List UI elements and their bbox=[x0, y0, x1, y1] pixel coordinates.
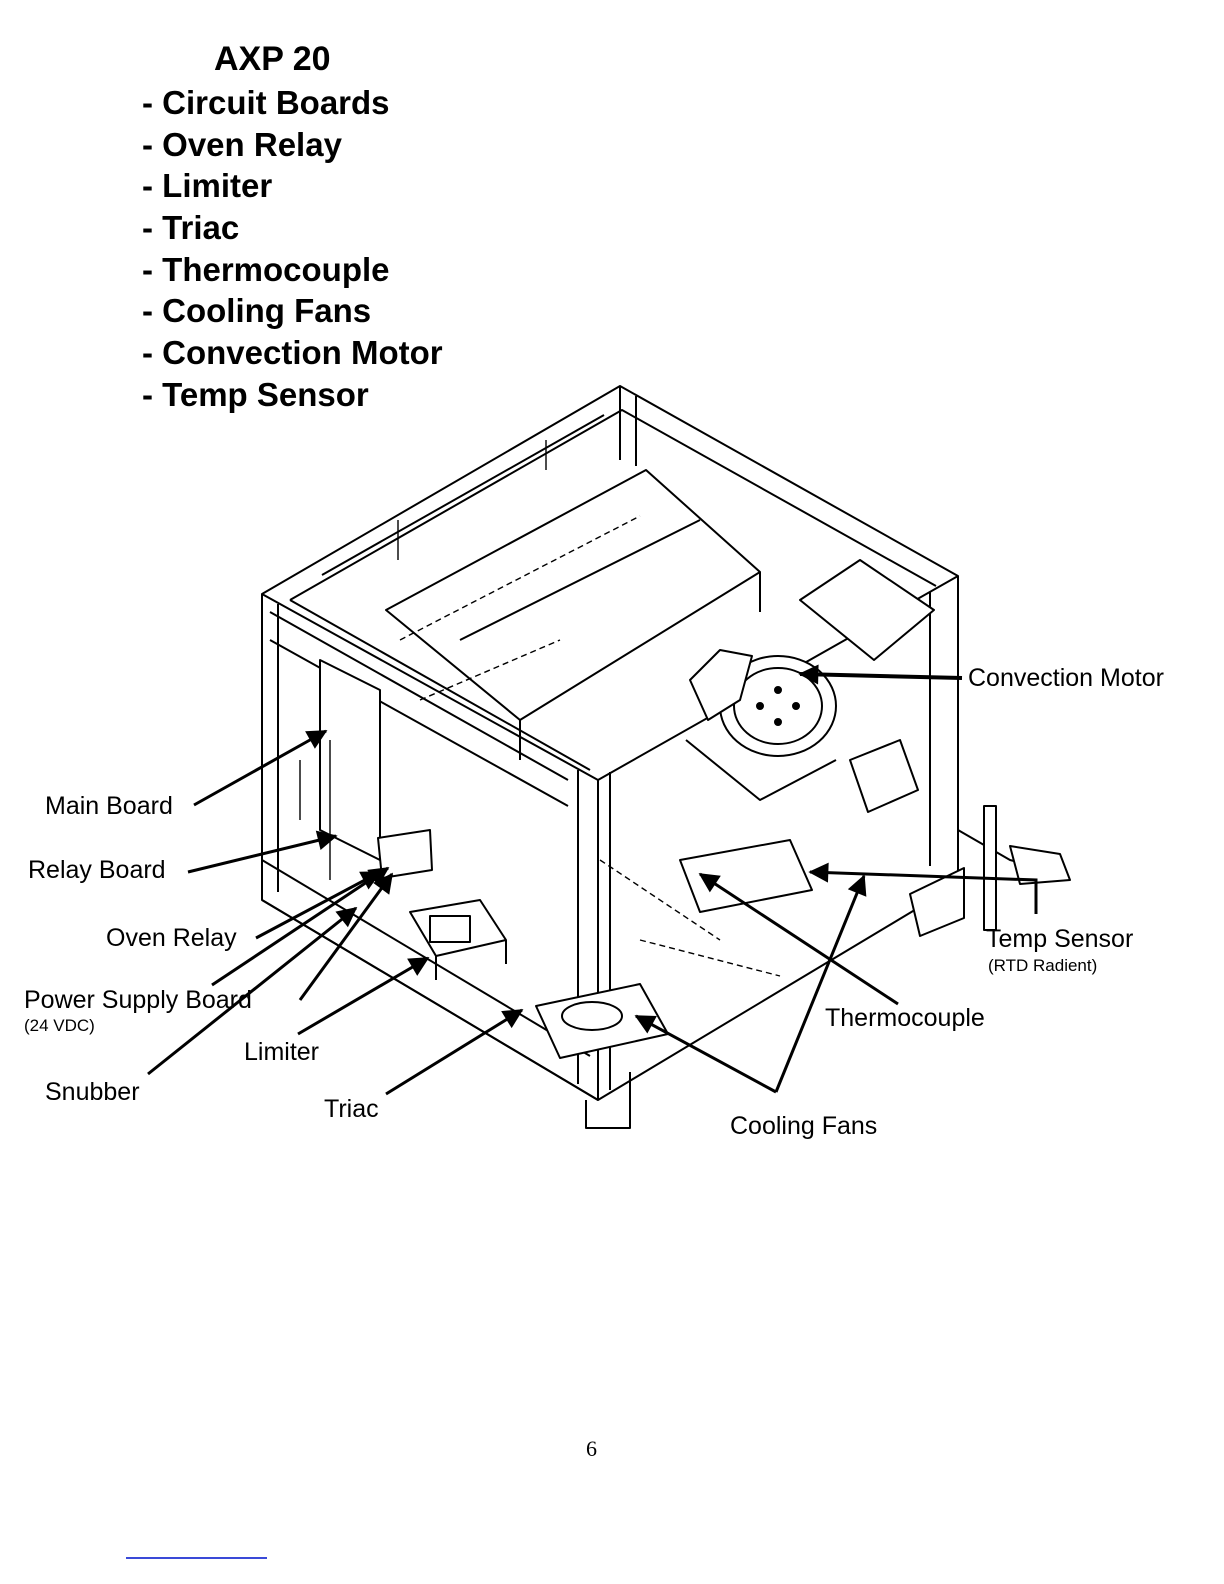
callout-snubber: Snubber bbox=[45, 1080, 140, 1105]
callout-temp-sensor: Temp Sensor bbox=[986, 927, 1133, 952]
callout-limiter: Limiter bbox=[244, 1040, 319, 1065]
callout-main-board: Main Board bbox=[45, 794, 173, 819]
callout-oven-relay: Oven Relay bbox=[106, 926, 237, 951]
page-number: 6 bbox=[586, 1436, 597, 1462]
callout-power-supply-note: (24 VDC) bbox=[24, 1017, 95, 1034]
callout-thermocouple: Thermocouple bbox=[825, 1006, 985, 1031]
arrow-limiter bbox=[298, 958, 428, 1034]
callout-relay-board: Relay Board bbox=[28, 858, 166, 883]
callout-temp-sensor-note: (RTD Radient) bbox=[988, 957, 1097, 974]
callout-power-supply-board: Power Supply Board bbox=[24, 988, 252, 1013]
callout-cooling-fans: Cooling Fans bbox=[730, 1114, 877, 1139]
arrow-triac bbox=[386, 1010, 522, 1094]
callout-convection-motor: Convection Motor bbox=[968, 666, 1164, 691]
callout-triac: Triac bbox=[324, 1097, 379, 1122]
footer-rule bbox=[126, 1557, 267, 1559]
